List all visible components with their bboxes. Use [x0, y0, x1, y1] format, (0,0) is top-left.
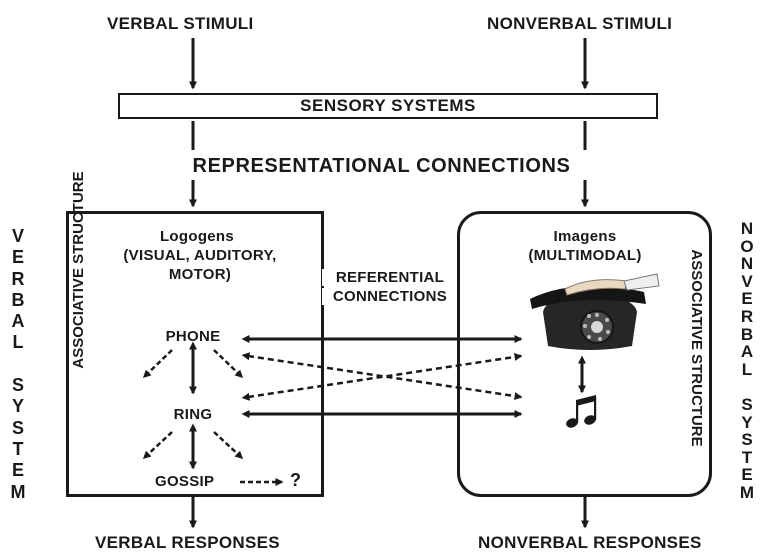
verbal-system-letter: B: [11, 289, 25, 310]
verbal-system-letter: V: [11, 226, 24, 246]
referential-connections-line2: CONNECTIONS: [322, 288, 458, 305]
ring-to-telephone-dashed: [241, 353, 523, 401]
nonverbal-stimuli-label: NONVERBAL STIMULI: [487, 14, 673, 33]
nonverbal-system-letter: T: [741, 447, 753, 467]
verbal-responses-label: VERBAL RESPONSES: [95, 533, 280, 552]
imagens-detail: (MULTIMODAL): [528, 247, 642, 264]
nonverbal-system-letter: N: [740, 219, 754, 238]
verbal-system-letter: E: [11, 460, 24, 481]
nonverbal-system-letter: S: [741, 394, 753, 414]
phone-right-dashed: [213, 349, 244, 379]
ring-left-dashed: [142, 431, 173, 460]
nonverbal-system-box: [457, 211, 712, 497]
verbal-system-letter: [15, 354, 20, 375]
referential-connections-line1: REFERENTIAL: [322, 269, 458, 286]
nonverbal-system-letter: Y: [741, 412, 753, 432]
verbal-system-letter: L: [12, 332, 24, 353]
nonverbal-system-letter: S: [741, 430, 753, 450]
verbal-system-letter: E: [11, 247, 24, 268]
ring-word: RING: [173, 406, 213, 423]
logogens-title: Logogens: [159, 228, 235, 245]
nonverbal-system-letter: O: [740, 236, 754, 256]
verbal-system-letter: T: [12, 438, 24, 459]
telephone-image: [530, 273, 660, 350]
representational-connections-label: REPRESENTATIONAL CONNECTIONS: [192, 155, 571, 177]
verbal-system-letter: R: [11, 268, 25, 289]
gossip-word: GOSSIP: [155, 473, 215, 490]
nonverbal-system-letter: L: [741, 359, 753, 379]
nonverbal-associative-structure-label: ASSOCIATIVE STRUCTURE: [688, 249, 705, 447]
nonverbal-system-letter: M: [739, 482, 755, 502]
verbal-system-box: [66, 211, 324, 497]
verbal-system-letter: Y: [11, 396, 24, 417]
nonverbal-system-letter: V: [741, 271, 753, 291]
nonverbal-responses-label: NONVERBAL RESPONSES: [478, 533, 702, 552]
phone-left-dashed: [142, 349, 173, 379]
sensory-systems-box: SENSORY SYSTEMS: [118, 93, 658, 119]
nonverbal-system-letter: A: [740, 342, 754, 362]
nonverbal-system-letter: N: [740, 254, 754, 274]
verbal-system-letter: S: [11, 375, 24, 396]
nonverbal-system-letter: R: [740, 306, 754, 326]
unknown-association-mark: ?: [290, 470, 302, 490]
imagens-title: Imagens: [553, 228, 617, 245]
verbal-associative-structure-label: ASSOCIATIVE STRUCTURE: [70, 171, 87, 369]
music-note-icon: [566, 395, 597, 428]
verbal-system-letter: S: [11, 417, 24, 438]
ring-right-dashed: [213, 431, 244, 460]
sensory-systems-label: SENSORY SYSTEMS: [300, 96, 476, 115]
nonverbal-system-letter: [745, 378, 750, 396]
phone-word: PHONE: [165, 328, 221, 345]
nonverbal-system-letter: E: [741, 465, 753, 485]
nonverbal-system-letter: E: [741, 289, 753, 309]
logogens-detail-line1: (VISUAL, AUDITORY,: [123, 247, 277, 264]
verbal-system-letter: A: [11, 311, 25, 332]
nonverbal-system-letter: B: [740, 324, 754, 344]
logogens-detail-line2: MOTOR): [168, 266, 232, 283]
verbal-system-letter: M: [10, 481, 26, 502]
verbal-stimuli-label: VERBAL STIMULI: [107, 14, 254, 33]
